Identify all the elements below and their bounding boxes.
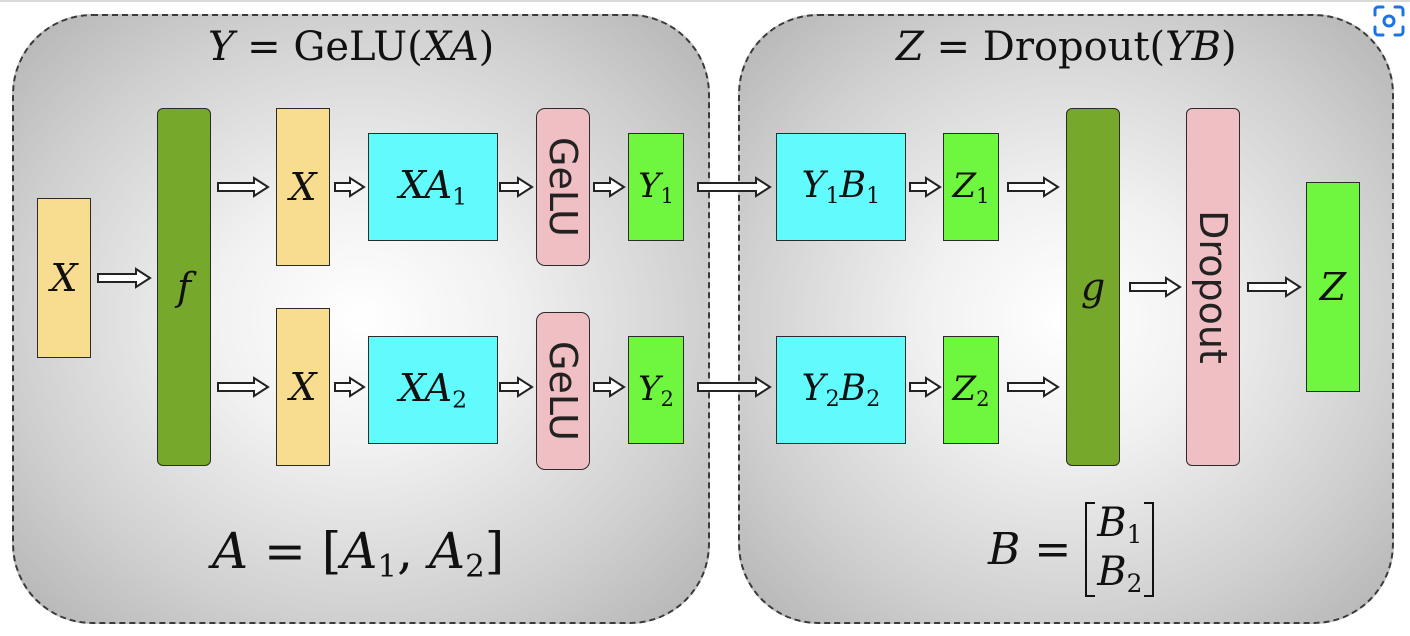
- y1-label: Y1: [638, 166, 674, 208]
- y1-box: Y1: [628, 133, 684, 241]
- left-panel-footer: A = [A1, A2]: [212, 522, 504, 585]
- gelu-label-1: GeLU: [541, 137, 586, 237]
- z1-label: Z1: [952, 166, 990, 208]
- screen-capture-icon-glyph: [1373, 5, 1405, 37]
- b-matrix: B1 B2: [1085, 500, 1155, 599]
- y2-label: Y2: [638, 369, 674, 411]
- title-y: Y: [208, 24, 235, 70]
- footer-eq: = [: [248, 522, 342, 580]
- z2-box: Z2: [943, 336, 999, 444]
- y2-box: Y2: [628, 336, 684, 444]
- top-border: [0, 0, 1410, 2]
- f-label: f: [176, 265, 192, 309]
- title-arg: XA: [422, 24, 479, 70]
- footer-a2-sub: 2: [465, 548, 485, 585]
- title-fn-right: Dropout: [982, 24, 1150, 70]
- screen-capture-icon[interactable]: [1368, 0, 1410, 42]
- title-close-paren-right: ): [1220, 24, 1237, 70]
- right-panel-title: Z = Dropout(YB): [896, 24, 1237, 70]
- title-fn: GeLU: [293, 24, 408, 70]
- title-eq: =: [234, 24, 294, 70]
- input-x-box: X: [37, 198, 91, 358]
- gelu-box-2: GeLU: [536, 312, 590, 470]
- title-arg-right: YB: [1165, 24, 1221, 70]
- right-panel-footer: B = B1 B2: [988, 500, 1155, 599]
- footer-eq-right: =: [1020, 523, 1086, 575]
- f-operator-box: f: [157, 108, 211, 466]
- dropout-label: Dropout: [1191, 210, 1235, 364]
- y2b2-label: Y2B2: [801, 367, 881, 413]
- gelu-label-2: GeLU: [541, 341, 586, 441]
- y1b1-box: Y1B1: [776, 133, 906, 241]
- title-z: Z: [896, 24, 924, 70]
- footer-close: ]: [484, 522, 505, 580]
- title-open-paren: (: [407, 24, 423, 70]
- g-label: g: [1080, 265, 1106, 309]
- footer-a1: A: [341, 522, 378, 580]
- xa2-box: XA2: [368, 336, 498, 444]
- title-eq-right: =: [923, 24, 983, 70]
- title-close-paren: ): [478, 24, 495, 70]
- y1b1-label: Y1B1: [801, 164, 881, 210]
- xa2-label: XA2: [398, 366, 468, 414]
- footer-b: B: [988, 523, 1021, 575]
- xa1-box: XA1: [368, 133, 498, 241]
- matrix-b1: B1: [1097, 500, 1143, 549]
- xa1-label: XA1: [398, 163, 468, 211]
- column-parallel-panel: [12, 14, 710, 624]
- footer-a1-sub: 1: [377, 548, 398, 585]
- split-x-box-1: X: [276, 108, 330, 266]
- split-x-box-2: X: [276, 308, 330, 466]
- split-x-label-1: X: [289, 165, 317, 209]
- input-x-label: X: [50, 256, 78, 300]
- g-operator-box: g: [1066, 108, 1120, 466]
- z1-box: Z1: [943, 133, 999, 241]
- footer-comma: ,: [397, 522, 429, 580]
- dropout-box: Dropout: [1186, 108, 1240, 466]
- y2b2-box: Y2B2: [776, 336, 906, 444]
- output-z-box: Z: [1306, 182, 1360, 392]
- gelu-box-1: GeLU: [536, 108, 590, 266]
- title-open-paren-right: (: [1149, 24, 1166, 70]
- footer-a: A: [212, 522, 249, 580]
- footer-a2: A: [428, 522, 466, 580]
- matrix-b2: B2: [1097, 549, 1143, 599]
- output-z-label: Z: [1319, 265, 1347, 309]
- z2-label: Z2: [952, 369, 990, 411]
- split-x-label-2: X: [289, 365, 317, 409]
- left-panel-title: Y = GeLU(XA): [208, 24, 494, 70]
